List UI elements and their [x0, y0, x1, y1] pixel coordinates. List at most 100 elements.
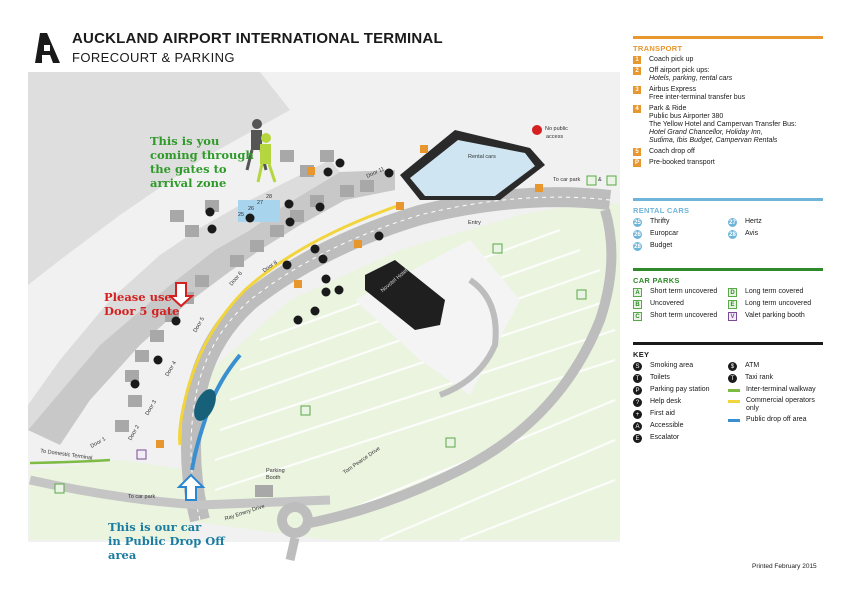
car-park-item: E Long term uncovered: [728, 300, 823, 309]
toilets-icon: T: [633, 374, 642, 383]
rental-car-label: Hertz: [745, 218, 762, 225]
car-park-label: Uncovered: [650, 300, 684, 307]
walkway-line-icon: [728, 389, 740, 392]
transport-item: 1 Coach pick up: [633, 56, 823, 64]
transport-text: Pre-booked transport: [649, 159, 715, 167]
car-parks-title: CAR PARKS: [633, 276, 680, 285]
key-item: Commercial operators only: [728, 397, 823, 413]
key-label: Smoking area: [650, 362, 694, 369]
car-park-label: Short term uncovered: [650, 312, 718, 319]
transport-item: P Pre-booked transport: [633, 159, 823, 167]
car-park-badge: E: [728, 300, 737, 309]
rental-car-item: 27 Hertz: [728, 218, 823, 227]
rental-badge: 27: [728, 218, 737, 227]
transport-line: Airbus Express: [649, 86, 697, 93]
key-label: ATM: [745, 362, 760, 369]
key-item: ? Help desk: [633, 398, 728, 407]
key-label: Inter-terminal walkway: [746, 386, 816, 393]
transport-badge: 4: [633, 105, 641, 113]
transport-line: Park & Ride: [649, 105, 687, 112]
key-item: P Parking pay station: [633, 386, 728, 395]
entry-label: Entry: [468, 220, 481, 226]
car-park-badge: V: [728, 312, 737, 321]
gate-25-label: 25: [238, 212, 245, 218]
parking-booth-label-2: Booth: [266, 475, 281, 481]
transport-line-italic: Sudima, Ibis Budget, Campervan Rentals: [649, 137, 778, 144]
to-car-park-bottom-label: To car park: [128, 494, 156, 500]
transport-title: TRANSPORT: [633, 44, 683, 53]
to-car-park-top-label: To car park: [553, 177, 581, 183]
transport-line: The Yellow Hotel and Campervan Transfer …: [649, 121, 797, 128]
gate-26-label: 26: [248, 206, 255, 212]
transport-badge: 1: [633, 56, 641, 64]
rental-badge: 26: [633, 230, 642, 239]
transport-line: Off airport pick ups:: [649, 67, 710, 74]
transport-line: Free inter-terminal transfer bus: [649, 94, 746, 101]
door-annotation: Please use Door 5 gate: [104, 290, 180, 318]
car-annotation: This is our car in Public Drop Off area: [108, 520, 225, 562]
car-park-label: Long term uncovered: [745, 300, 812, 307]
rental-car-label: Budget: [650, 242, 673, 249]
transport-legend: TRANSPORT 1 Coach pick up 2 Off airport pic…: [633, 40, 823, 167]
help-desk-icon: ?: [633, 398, 642, 407]
key-item: $ ATM: [728, 362, 823, 371]
car-park-badge: D: [728, 288, 737, 297]
transport-line: Coach pick up: [649, 56, 694, 63]
escalator-icon: E: [633, 434, 642, 443]
first-aid-icon: +: [633, 410, 642, 419]
key-label: Taxi rank: [745, 374, 774, 381]
dropoff-line-icon: [728, 419, 740, 422]
no-public-access-label-1: No public: [545, 126, 568, 132]
key-label: First aid: [650, 410, 675, 417]
car-park-label: Long term covered: [745, 288, 804, 295]
atm-icon: $: [728, 362, 737, 371]
car-park-item: C Short term uncovered: [633, 312, 728, 321]
no-public-access-label-2: access: [546, 134, 564, 140]
map-subtitle: FORECOURT & PARKING: [72, 50, 235, 65]
key-item: Inter-terminal walkway: [728, 386, 823, 394]
car-park-item: B Uncovered: [633, 300, 728, 309]
transport-badge: P: [633, 159, 641, 167]
map-title: AUCKLAND AIRPORT INTERNATIONAL TERMINAL: [72, 30, 443, 47]
car-park-badge: A: [633, 288, 642, 297]
key-label: Accessible: [650, 422, 684, 429]
rental-badge: 28: [633, 242, 642, 251]
key-item: + First aid: [633, 410, 728, 419]
transport-badge: 2: [633, 67, 641, 75]
transport-line: Public bus Airporter 380: [649, 113, 724, 120]
key-label: Commercial operators only: [746, 397, 815, 412]
gate-28-label: 28: [266, 194, 273, 200]
transport-text: Off airport pick ups:Hotels, parking, re…: [649, 67, 732, 83]
key-label: Help desk: [650, 398, 682, 405]
key-item: T Toilets: [633, 374, 728, 383]
car-park-badge: B: [633, 300, 642, 309]
rental-cars-title: RENTAL CARS: [633, 206, 690, 215]
commercial-line-icon: [728, 400, 740, 403]
key-item: T Taxi rank: [728, 374, 823, 383]
car-park-label: Valet parking booth: [745, 312, 805, 319]
key-label: Toilets: [650, 374, 670, 381]
gate-27-label: 27: [257, 200, 264, 206]
rental-car-label: Avis: [745, 230, 759, 237]
you-annotation: This is you coming through the gates to …: [150, 134, 254, 190]
key-title: KEY: [633, 350, 650, 359]
car-park-badge: C: [633, 312, 642, 321]
key-label: Parking pay station: [650, 386, 710, 393]
rental-cars-label: Rental cars: [468, 154, 496, 160]
transport-item: 2 Off airport pick ups:Hotels, parking, r…: [633, 67, 823, 83]
printed-date: Printed February 2015: [752, 563, 817, 570]
parking-pay-icon: P: [633, 386, 642, 395]
taxi-icon: T: [728, 374, 737, 383]
and-label: &: [598, 177, 602, 183]
